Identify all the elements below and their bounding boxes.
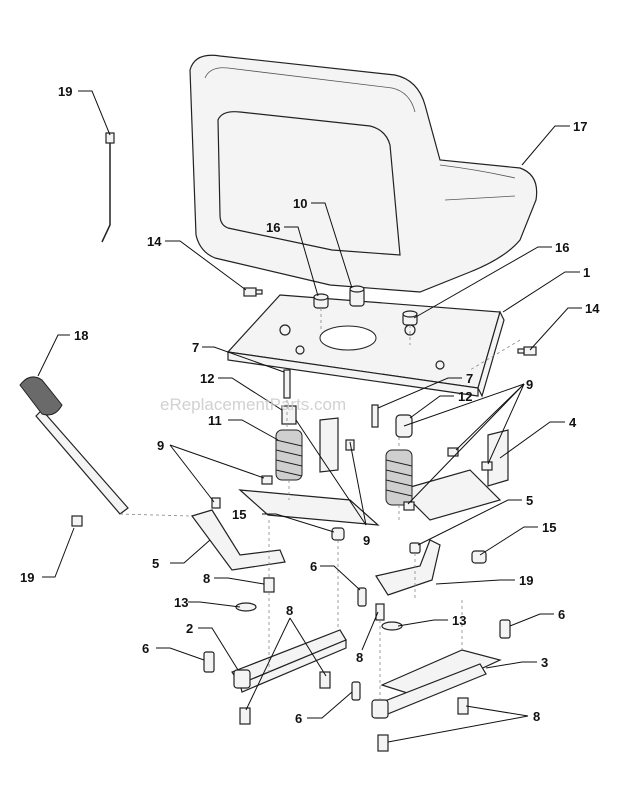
callout-7-right: 7 [466,371,473,386]
callout-14-left: 14 [147,234,162,249]
callout-16-left: 16 [266,220,280,235]
slide-rail-3 [371,649,502,719]
nut-9-f [403,501,415,511]
leader-lines [37,90,582,743]
insert-10 [349,285,365,307]
callout-18: 18 [74,328,88,343]
nut-9-c [345,439,355,451]
bolt-8-center [375,603,385,621]
pin-6-c [203,651,215,673]
pin-7-left [283,369,291,399]
bolt-8-a [263,577,275,593]
link-5-left [191,509,286,571]
seat-pan [226,294,505,398]
nut-16-left [313,293,329,309]
callouts: 19 17 10 16 14 16 1 14 18 7 7 12 12 9 11… [20,84,600,726]
callout-1: 1 [583,265,590,280]
callout-11: 11 [208,413,222,428]
watermark: eReplacementParts.com [160,395,346,414]
bolt-14-right [517,346,537,356]
callout-10: 10 [293,196,307,211]
callout-9-center: 9 [363,533,370,548]
callout-8-upper: 8 [203,571,210,586]
callout-6-left: 6 [142,641,149,656]
spring-right [385,449,413,506]
spring-bracket-left [238,417,380,526]
callout-2: 2 [186,621,193,636]
callout-5-left: 5 [152,556,159,571]
pin-6-d [351,681,361,701]
bolt-8-rail-left-a [319,671,331,689]
callout-5-right: 5 [526,493,533,508]
bolt-8-rail-left-b [239,707,251,725]
nut-9-a [261,475,273,485]
callout-19-right: 19 [519,573,533,588]
pin-6-b [499,619,511,639]
callout-3: 3 [541,655,548,670]
callout-8-left: 8 [286,603,293,618]
callout-16-right: 16 [555,240,569,255]
callout-8-center: 8 [356,650,363,665]
callout-9-left: 9 [157,438,164,453]
bolt-19-handle [71,515,83,527]
callout-4: 4 [569,415,577,430]
bolt-8-rail-right-b [377,734,389,752]
nut-9-b [211,497,221,509]
callout-17: 17 [573,119,587,134]
callout-15-left: 15 [232,507,246,522]
bushing-12-left [281,405,297,425]
callout-12-right: 12 [458,389,472,404]
callout-13-left: 13 [174,595,188,610]
callout-6-upper: 6 [310,559,317,574]
callout-8-right: 8 [533,709,540,724]
pin-7-right [371,404,379,428]
nut-9-e [481,461,493,471]
handle-18 [19,376,129,515]
callout-19-left: 19 [20,570,34,585]
pin-6-a [357,587,367,607]
callout-19-top: 19 [58,84,72,99]
callout-13-right: 13 [452,613,466,628]
spring-bracket-right [398,429,509,521]
callout-7-left: 7 [192,340,199,355]
spring-11 [275,429,303,481]
callout-6-lower: 6 [295,711,302,726]
assembly-dashed-lines [119,308,521,700]
washer-13-right [381,621,403,631]
rod-19 [101,132,115,243]
slide-rail-2 [231,629,347,693]
seat-cushion [189,54,538,293]
spacer-15-left [331,527,345,541]
callout-6-right: 6 [558,607,565,622]
callout-14-right: 14 [585,301,600,316]
callout-12-left: 12 [200,371,214,386]
bolt-14-left [243,287,263,297]
callout-15-right: 15 [542,520,556,535]
nut-16-right [402,310,418,326]
link-5-right [375,539,441,596]
callout-9-right: 9 [526,377,533,392]
